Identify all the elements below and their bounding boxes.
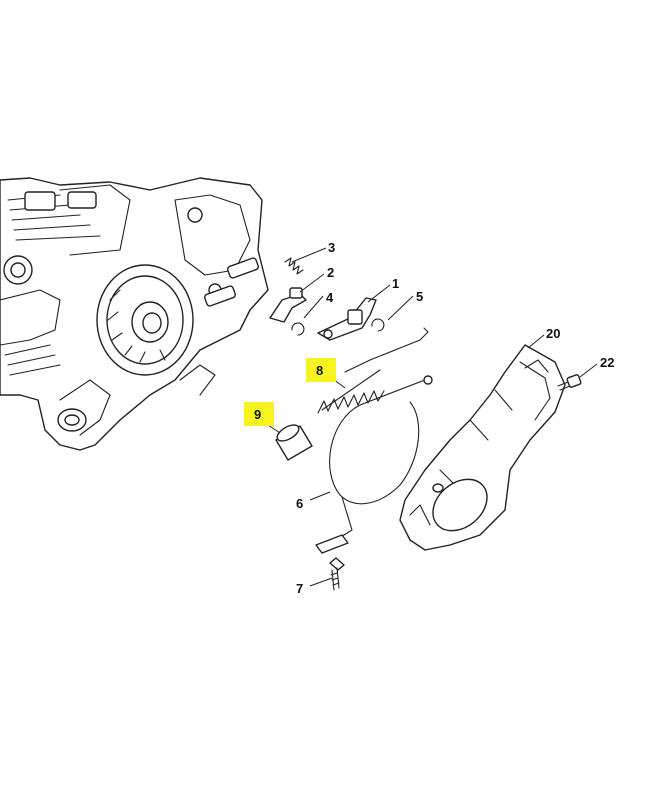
highlight-8 [306,358,336,382]
label-4: 4 [326,290,334,305]
part-22-screw [557,374,582,391]
part-2-lever [269,287,307,323]
label-3: 3 [328,240,335,255]
label-2: 2 [327,265,334,280]
part-3-spring [284,257,304,275]
part-5-clip [371,318,385,332]
engine-block [0,177,269,451]
label-6: 6 [296,496,303,511]
part-1-brake-lever [317,297,377,341]
part-20-sprocket-cover [399,344,566,551]
highlight-9 [244,402,274,426]
part-6-brake-band [315,375,433,554]
leader-lines [261,247,598,587]
label-5: 5 [416,289,423,304]
label-9: 9 [254,407,261,422]
part-8-tension-spring [317,327,429,414]
part-4-clip [291,322,305,336]
label-20: 20 [546,326,560,341]
part-labels: 3 2 4 1 5 8 9 6 7 20 22 [254,240,614,596]
label-8: 8 [316,363,323,378]
label-7: 7 [296,581,303,596]
part-9-sleeve [275,424,313,461]
part-7-screw [329,557,345,591]
label-1: 1 [392,276,399,291]
label-22: 22 [600,355,614,370]
